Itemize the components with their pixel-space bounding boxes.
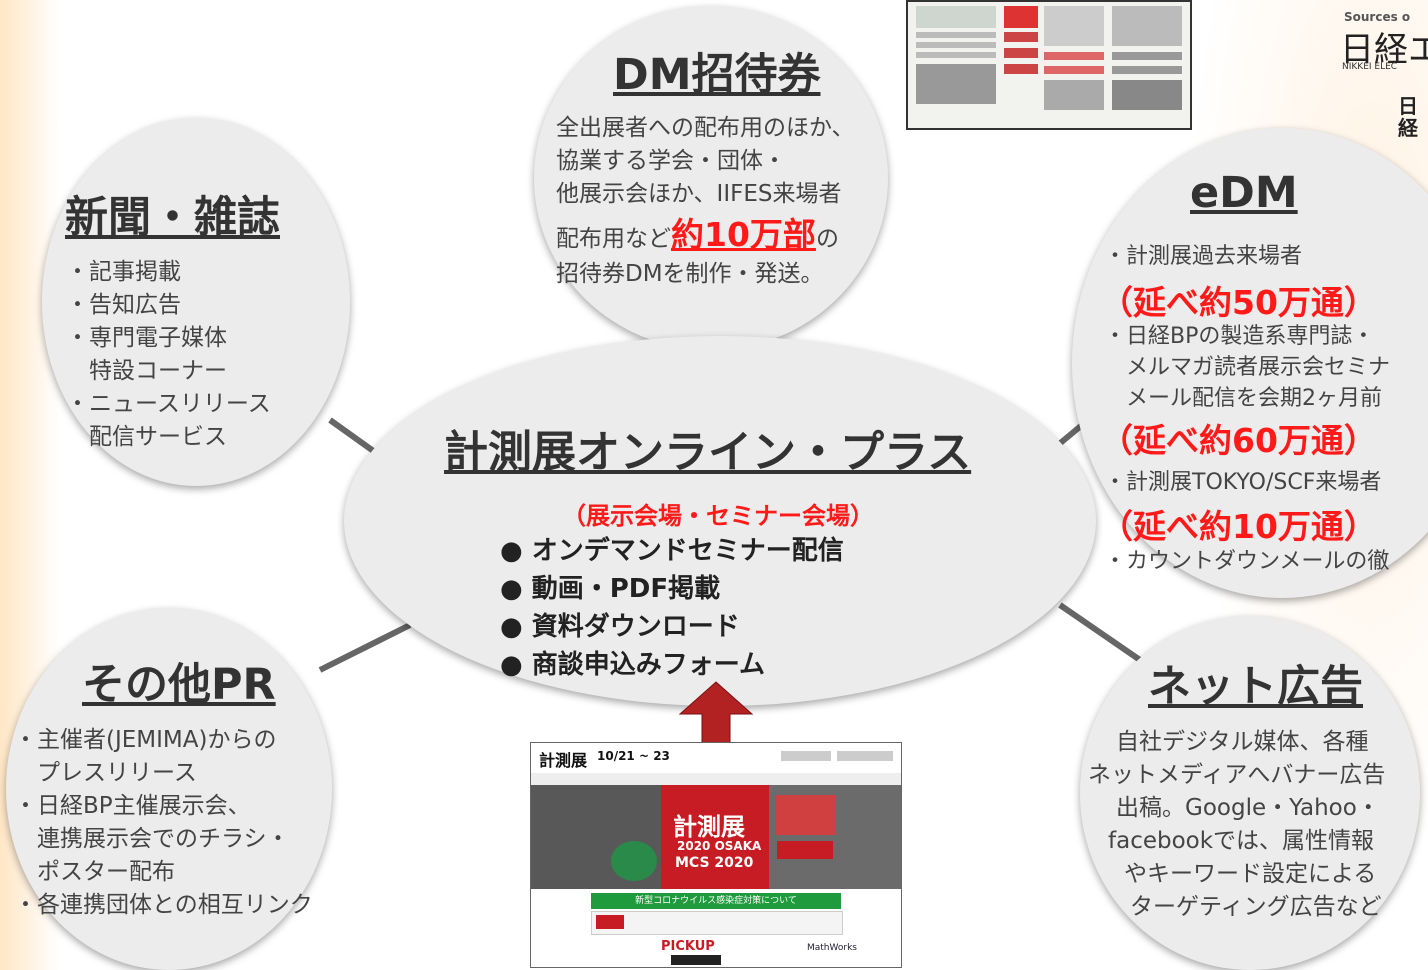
dm-line-4: 配布用など約10万部の — [556, 218, 839, 256]
logo-sub-text: NIKKEI ELEC — [1342, 62, 1398, 72]
net-line-5: やキーワード設定による — [1124, 861, 1377, 887]
site-hero-year: 2020 OSAKA — [677, 839, 762, 853]
edm-line-3: メルマガ読者展示会セミナ — [1104, 355, 1391, 380]
dm-line-4-post: の — [815, 226, 839, 252]
net-line-6: ターゲティング広告など — [1130, 894, 1382, 920]
site-header: 計測展 10/21 ~ 23 — [531, 743, 901, 774]
site-news-box — [591, 911, 843, 935]
edm-line-4: メール配信を会期2ヶ月前 — [1104, 386, 1382, 411]
other-line-2: プレスリリース — [14, 760, 197, 786]
edm-count-1: （延べ約50万通） — [1100, 283, 1377, 322]
news-line-2: ・告知広告 — [66, 292, 181, 318]
site-pager[interactable] — [671, 955, 721, 965]
nikkei-logo: Sources o 日経エ NIKKEI ELEC 日 経 — [1340, 8, 1428, 148]
site-nav-button-1[interactable] — [781, 751, 831, 761]
site-dates: 10/21 ~ 23 — [597, 749, 670, 763]
net-bubble — [1080, 616, 1420, 970]
site-register-button[interactable] — [777, 841, 833, 859]
edm-title: eDM — [1190, 168, 1298, 218]
center-item-2: ● 動画・PDF掲載 — [500, 574, 721, 604]
net-title: ネット広告 — [1148, 662, 1363, 712]
site-hero-promo — [775, 795, 835, 835]
center-item-4: ● 商談申込みフォーム — [500, 650, 765, 680]
other-title: その他PR — [82, 660, 276, 710]
news-line-6: 配信サービス — [66, 424, 227, 450]
site-hero-panel: 計測展 2020 OSAKA MCS 2020 — [661, 785, 769, 889]
site-pickup-heading: PICKUP — [661, 939, 715, 954]
edm-line-6: ・カウントダウンメールの徹 — [1104, 549, 1390, 574]
center-title: 計測展オンライン・プラス — [444, 427, 972, 478]
site-hero-mcs: MCS 2020 — [675, 855, 754, 871]
brochure-image — [916, 6, 1182, 110]
dm-line-5: 招待券DMを制作・発送。 — [556, 261, 824, 287]
center-ellipse — [344, 336, 1096, 706]
news-line-1: ・記事掲載 — [66, 259, 181, 285]
website-screenshot: 計測展 10/21 ~ 23 計測展 2020 OSAKA MCS 2020 新… — [530, 742, 902, 968]
logo-top-text: Sources o — [1344, 10, 1411, 24]
edm-bubble — [1072, 128, 1428, 598]
site-logo: 計測展 — [539, 751, 588, 770]
brochure-thumbnail — [906, 0, 1192, 130]
edm-line-1: ・計測展過去来場者 — [1104, 244, 1303, 269]
other-line-3: ・日経BP主催展示会、 — [14, 793, 251, 819]
news-title: 新聞・雑誌 — [65, 193, 280, 243]
dm-line-1: 全出展者への配布用のほか、 — [556, 115, 855, 141]
net-line-4: facebookでは、属性情報 — [1108, 828, 1375, 854]
connector-net — [1058, 602, 1142, 663]
other-line-1: ・主催者(JEMIMA)からの — [14, 727, 277, 753]
net-line-3: 出稿。Google・Yahoo・ — [1116, 795, 1380, 821]
logo-small-1: 日 — [1398, 94, 1418, 118]
other-bubble — [6, 608, 332, 970]
dm-highlight: 約10万部 — [671, 215, 816, 254]
edm-count-3: （延べ約10万通） — [1100, 507, 1377, 546]
site-notice-banner[interactable]: 新型コロナウイルス感染症対策について — [591, 893, 841, 909]
center-item-3: ● 資料ダウンロード — [500, 612, 740, 642]
dm-title: DM招待券 — [613, 50, 821, 100]
center-subtitle: （展示会場・セミナー会場） — [562, 502, 874, 530]
logo-small-2: 経 — [1398, 116, 1418, 140]
edm-line-5: ・計測展TOKYO/SCF来場者 — [1104, 470, 1382, 495]
site-hero-badge — [611, 841, 657, 881]
connector-other — [318, 622, 412, 673]
other-line-5: ポスター配布 — [14, 859, 175, 885]
news-line-3: ・専門電子媒体 — [66, 325, 227, 351]
dm-line-4-pre: 配布用など — [556, 226, 671, 252]
net-line-1: 自社デジタル媒体、各種 — [1116, 729, 1369, 755]
other-line-4: 連携展示会でのチラシ・ — [14, 826, 290, 852]
news-line-4: 特設コーナー — [66, 358, 227, 384]
dm-line-3: 他展示会ほか、IIFES来場者 — [556, 181, 842, 207]
site-news-label — [596, 915, 624, 929]
dm-line-2: 協業する学会・団体・ — [556, 148, 786, 174]
site-nav-bar — [531, 773, 901, 785]
news-bubble — [42, 118, 350, 486]
site-hero: 計測展 2020 OSAKA MCS 2020 — [531, 785, 901, 889]
other-line-6: ・各連携団体との相互リンク — [14, 892, 313, 918]
net-line-2: ネットメディアへバナー広告 — [1088, 762, 1386, 788]
news-line-5: ・ニュースリリース — [66, 391, 271, 417]
center-item-1: ● オンデマンドセミナー配信 — [500, 536, 844, 566]
dm-bubble — [534, 6, 888, 350]
site-nav-button-2[interactable] — [837, 751, 893, 761]
site-hero-title: 計測展 — [673, 813, 745, 841]
edm-count-2: （延べ約60万通） — [1100, 421, 1377, 460]
logo-main-text: 日経エ — [1340, 30, 1428, 70]
edm-line-2: ・日経BPの製造系専門誌・ — [1104, 324, 1375, 349]
site-sponsor: MathWorks — [807, 943, 857, 953]
